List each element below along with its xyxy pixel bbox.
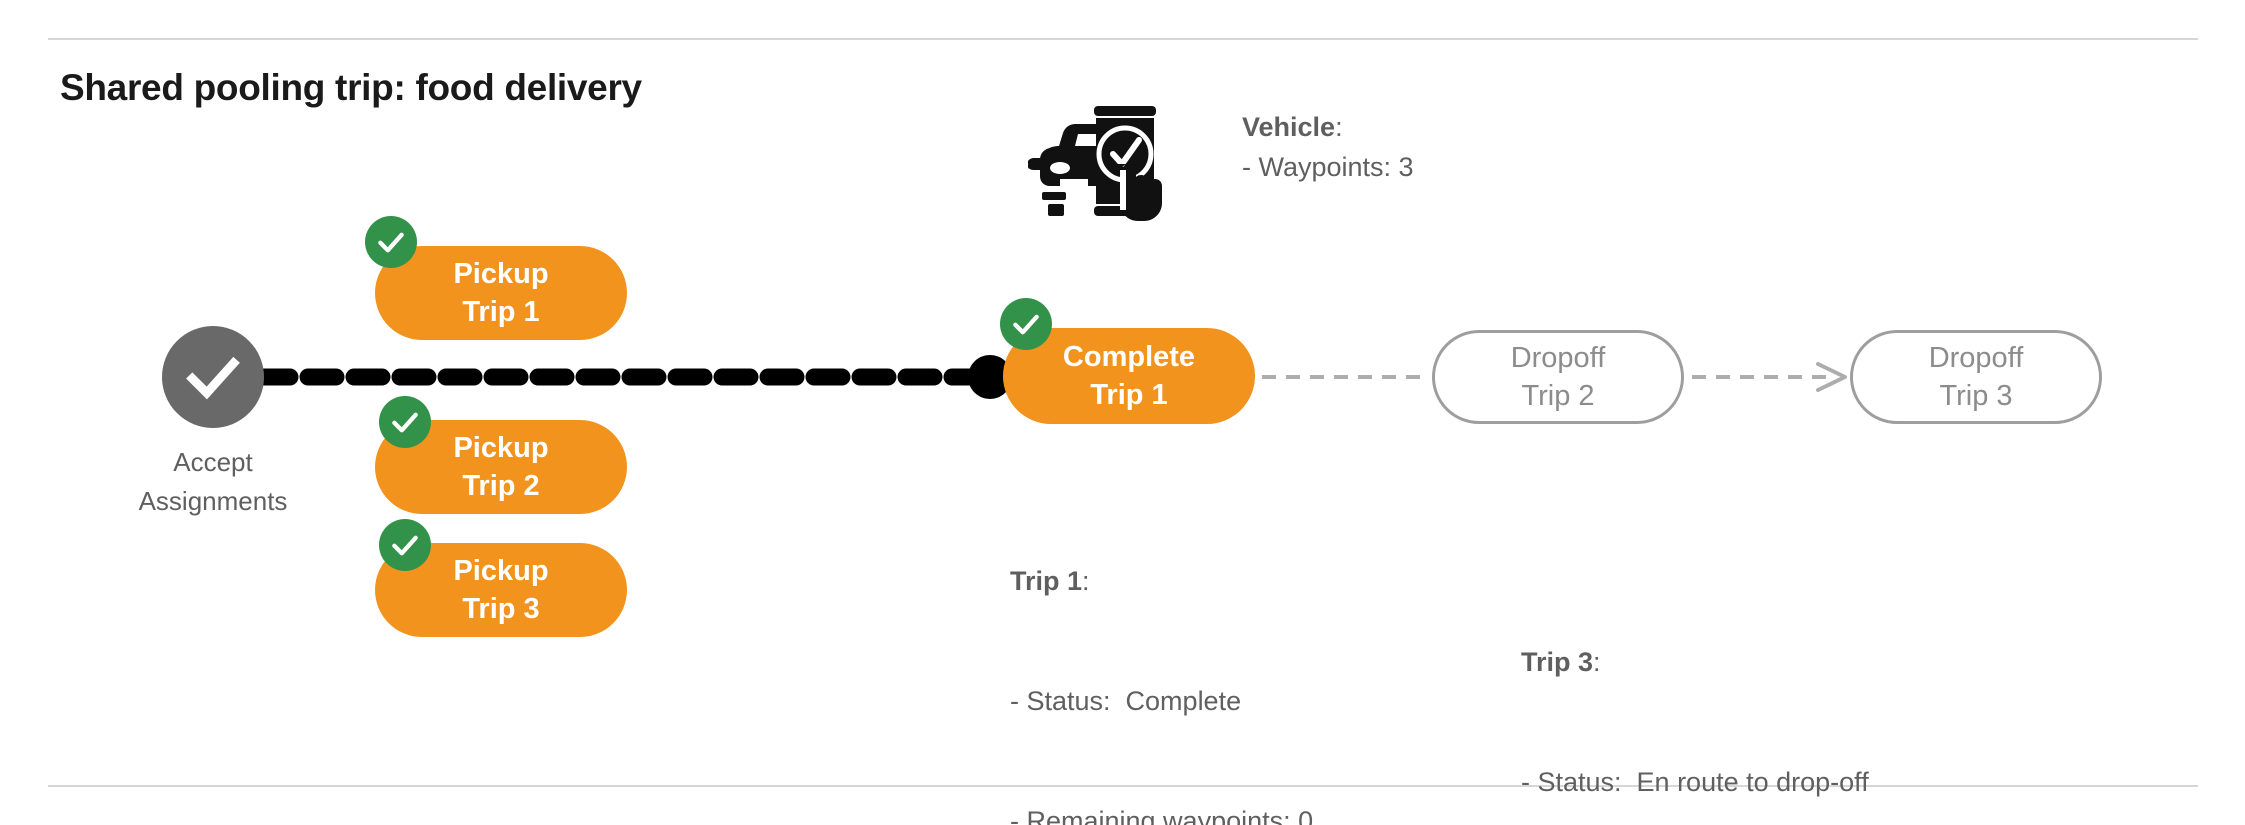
trip3-heading-row: Trip 3: xyxy=(1521,647,1601,677)
pickup-trip-1-node[interactable]: Pickup Trip 1 xyxy=(375,246,627,340)
top-divider xyxy=(48,38,2198,40)
pickup-trip-2-line1: Pickup xyxy=(453,432,549,464)
dropoff-trip-2-node[interactable]: Dropoff Trip 2 xyxy=(1432,330,1684,424)
car-phone-check-icon xyxy=(1027,88,1168,228)
trip-details-right-block: Trip 3: - Status: En route to drop-off -… xyxy=(1521,562,1869,825)
complete-trip-1-node[interactable]: Complete Trip 1 xyxy=(1003,328,1255,424)
accept-assignments-node[interactable] xyxy=(162,326,264,428)
trip1-remaining-waypoints: - Remaining waypoints: 0 xyxy=(1010,806,1314,825)
trip3-status: - Status: En route to drop-off xyxy=(1521,767,1869,797)
trip1-heading-row: Trip 1: xyxy=(1010,566,1090,596)
complete-trip-1-line1: Complete xyxy=(1062,341,1196,373)
pickup-trip-1-line1: Pickup xyxy=(453,258,549,290)
pickup-trip-3-check-icon xyxy=(379,519,431,571)
vehicle-heading-suffix: : xyxy=(1335,112,1343,142)
pickup-trip-3-line2: Trip 3 xyxy=(462,593,540,625)
dropoff-trip-3-node[interactable]: Dropoff Trip 3 xyxy=(1850,330,2102,424)
complete-trip-1-line2: Trip 1 xyxy=(1090,379,1168,411)
vehicle-info-block: Vehicle: - Waypoints: 3 xyxy=(1242,107,1414,187)
page-title: Shared pooling trip: food delivery xyxy=(60,67,642,108)
pickup-trip-3-line1: Pickup xyxy=(453,555,549,587)
pickup-trip-2-check-icon xyxy=(379,396,431,448)
pickup-trip-1-line2: Trip 1 xyxy=(462,296,540,328)
complete-trip-1-check-icon xyxy=(1000,298,1052,350)
dropoff-trip-3-line2: Trip 3 xyxy=(1939,380,2013,412)
pickup-trip-2-line2: Trip 2 xyxy=(462,470,540,502)
vehicle-info-heading: Vehicle: xyxy=(1242,107,1414,147)
arrowhead-icon xyxy=(1816,362,1847,392)
pickup-trip-2-node[interactable]: Pickup Trip 2 xyxy=(375,420,627,514)
dropoff-trip-2-line2: Trip 2 xyxy=(1521,380,1595,412)
bottom-divider xyxy=(48,785,2198,787)
trip1-status: - Status: Complete xyxy=(1010,686,1242,716)
trip3-heading: Trip 3 xyxy=(1521,647,1594,677)
dropoff-trip-2-line1: Dropoff xyxy=(1510,342,1606,374)
vehicle-heading-text: Vehicle xyxy=(1242,112,1336,142)
vehicle-waypoints-line: - Waypoints: 3 xyxy=(1242,152,1414,182)
dropoff-trip-3-line1: Dropoff xyxy=(1928,342,2024,374)
accept-assignments-label-line1: Accept xyxy=(173,447,253,477)
trip-details-left-block: Trip 1: - Status: Complete - Remaining w… xyxy=(1010,481,1358,825)
accept-assignments-label-line2: Assignments xyxy=(138,486,288,516)
trip1-heading: Trip 1 xyxy=(1010,566,1083,596)
accept-assignments-label: Accept Assignments xyxy=(93,443,333,521)
pickup-trip-1-check-icon xyxy=(365,216,417,268)
check-circle-icon xyxy=(162,326,264,428)
